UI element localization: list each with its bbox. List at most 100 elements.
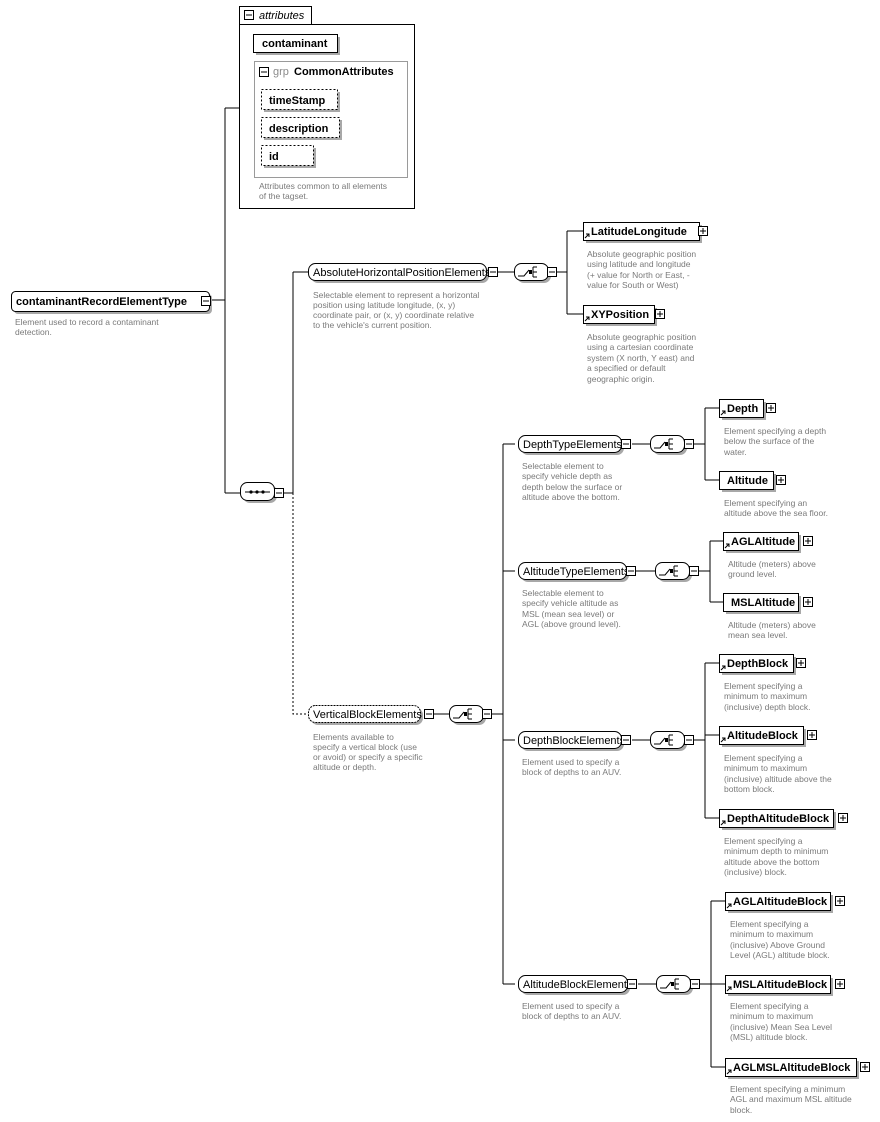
svg-text:altitude or depth.: altitude or depth. [313, 762, 376, 772]
svg-text:DepthBlock: DepthBlock [727, 658, 789, 670]
choice-compositor[interactable] [655, 562, 699, 583]
svg-text:system (X north, Y east) and: system (X north, Y east) and [587, 353, 695, 363]
svg-text:MSL (mean sea level) or: MSL (mean sea level) or [522, 609, 614, 619]
attribute-timestamp[interactable]: timeStamp [261, 89, 341, 113]
attribute-description[interactable]: description [261, 117, 343, 141]
svg-text:depth below the surface or: depth below the surface or [522, 482, 622, 492]
svg-text:Absolute geographic position: Absolute geographic position [587, 332, 696, 342]
element-msl-altitude-block[interactable]: MSLAltitudeBlock Element specifying a mi… [725, 975, 845, 1043]
svg-text:(inclusive) block.: (inclusive) block. [724, 867, 787, 877]
svg-text:AltitudeBlockElements: AltitudeBlockElements [523, 979, 633, 991]
svg-text:DepthTypeElements: DepthTypeElements [523, 439, 623, 451]
svg-text:Elements available to: Elements available to [313, 732, 394, 742]
group-altitude-type[interactable]: AltitudeTypeElements Selectable element … [518, 562, 636, 630]
svg-text:water.: water. [723, 447, 747, 457]
svg-text:minimum to maximum: minimum to maximum [724, 691, 807, 701]
choice-compositor[interactable] [656, 975, 700, 996]
svg-text:description: description [269, 123, 329, 135]
svg-text:contaminantRecordElementType: contaminantRecordElementType [16, 296, 187, 308]
attributes-panel: attributes contaminant grp CommonAttribu… [239, 6, 415, 209]
svg-text:DepthAltitudeBlock: DepthAltitudeBlock [727, 813, 830, 825]
element-depth[interactable]: Depth Element specifying a depth below t… [719, 399, 827, 458]
choice-compositor[interactable] [449, 705, 492, 726]
attributes-title: attributes [259, 10, 305, 22]
connector-lines [212, 107, 725, 1068]
svg-text:MSLAltitudeBlock: MSLAltitudeBlock [733, 979, 828, 991]
svg-text:(inclusive) altitude above the: (inclusive) altitude above the [724, 774, 832, 784]
svg-text:minimum depth to minimum: minimum depth to minimum [724, 846, 828, 856]
choice-compositor[interactable] [514, 263, 557, 284]
svg-text:Element specifying a: Element specifying a [730, 1001, 809, 1011]
svg-text:Selectable element to: Selectable element to [522, 588, 604, 598]
svg-text:(inclusive) depth block.: (inclusive) depth block. [724, 702, 810, 712]
svg-text:(MSL) altitude block.: (MSL) altitude block. [730, 1032, 807, 1042]
attribute-contaminant[interactable]: contaminant [253, 34, 341, 56]
svg-text:(inclusive) Mean Sea Level: (inclusive) Mean Sea Level [730, 1022, 832, 1032]
svg-text:or avoid) or specify a specifi: or avoid) or specify a specific [313, 752, 423, 762]
svg-text:MSLAltitude: MSLAltitude [731, 597, 795, 609]
svg-text:Element specifying an: Element specifying an [724, 498, 807, 508]
svg-text:Level (AGL) altitude block.: Level (AGL) altitude block. [730, 950, 830, 960]
element-depth-block[interactable]: DepthBlock Element specifying a minimum … [719, 654, 811, 713]
svg-text:contaminant: contaminant [262, 38, 328, 50]
svg-text:AGLAltitude: AGLAltitude [731, 536, 795, 548]
svg-text:AGL (above ground level).: AGL (above ground level). [522, 619, 621, 629]
element-latitude-longitude[interactable]: LatitudeLongitude Absolute geographic po… [583, 222, 708, 291]
element-depth-altitude-block[interactable]: DepthAltitudeBlock Element specifying a … [719, 809, 848, 878]
element-msl-altitude[interactable]: MSLAltitude Altitude (meters) above mean… [723, 593, 817, 641]
svg-text:altitude above the bottom: altitude above the bottom [724, 857, 819, 867]
svg-text:VerticalBlockElements: VerticalBlockElements [313, 709, 422, 721]
choice-compositor[interactable] [650, 731, 694, 752]
svg-text:Element specifying a: Element specifying a [724, 836, 803, 846]
svg-text:position using latitude longit: position using latitude longitude, (x, y… [313, 300, 455, 310]
sequence-compositor[interactable] [240, 482, 284, 504]
choice-compositor[interactable] [650, 435, 694, 456]
svg-text:Altitude (meters) above: Altitude (meters) above [728, 559, 816, 569]
svg-text:bottom block.: bottom block. [724, 784, 775, 794]
svg-text:mean sea level.: mean sea level. [728, 630, 788, 640]
svg-text:Element specifying a: Element specifying a [724, 681, 803, 691]
svg-text:LatitudeLongitude: LatitudeLongitude [591, 226, 687, 238]
group-vertical-block[interactable]: VerticalBlockElements Elements available… [308, 705, 434, 773]
svg-text:detection.: detection. [15, 327, 52, 337]
svg-text:to the vehicle's current posit: to the vehicle's current position. [313, 320, 432, 330]
group-absolute-horizontal[interactable]: AbsoluteHorizontalPositionElements Selec… [308, 263, 498, 331]
element-agl-altitude[interactable]: AGLAltitude Altitude (meters) above grou… [723, 532, 817, 580]
svg-text:of the tagset.: of the tagset. [259, 191, 308, 201]
svg-text:Element specifying a: Element specifying a [724, 753, 803, 763]
root-element[interactable]: contaminantRecordElementType Element use… [11, 291, 213, 338]
svg-text:AbsoluteHorizontalPositionElem: AbsoluteHorizontalPositionElements [313, 267, 491, 279]
svg-text:minimum to maximum: minimum to maximum [730, 929, 813, 939]
svg-text:minimum to maximum: minimum to maximum [724, 763, 807, 773]
svg-text:CommonAttributes: CommonAttributes [294, 66, 394, 78]
svg-text:specify a vertical block (use: specify a vertical block (use [313, 742, 417, 752]
group-altitude-block[interactable]: AltitudeBlockElements Element used to sp… [518, 975, 637, 1022]
element-agl-msl-altitude-block[interactable]: AGLMSLAltitudeBlock Element specifying a… [725, 1058, 870, 1116]
svg-text:(inclusive) Above Ground: (inclusive) Above Ground [730, 940, 825, 950]
svg-text:value for South or West): value for South or West) [587, 280, 679, 290]
group-depth-block[interactable]: DepthBlockElements Element used to speci… [518, 731, 631, 778]
svg-text:XYPosition: XYPosition [591, 309, 649, 321]
svg-text:timeStamp: timeStamp [269, 95, 326, 107]
svg-text:Element specifying a minimum: Element specifying a minimum [730, 1084, 845, 1094]
svg-text:AltitudeBlock: AltitudeBlock [727, 730, 799, 742]
svg-text:block of depths to an AUV.: block of depths to an AUV. [522, 1011, 621, 1021]
attribute-id[interactable]: id [261, 145, 317, 169]
element-altitude[interactable]: Altitude Element specifying an altitude … [719, 471, 828, 519]
svg-text:Element specifying a: Element specifying a [730, 919, 809, 929]
svg-text:Element used to record a conta: Element used to record a contaminant [15, 317, 159, 327]
svg-text:altitude above the bottom.: altitude above the bottom. [522, 492, 620, 502]
svg-text:Altitude: Altitude [727, 475, 768, 487]
svg-text:specify vehicle depth as: specify vehicle depth as [522, 471, 612, 481]
svg-text:id: id [269, 151, 279, 163]
element-altitude-block[interactable]: AltitudeBlock Element specifying a minim… [719, 726, 833, 795]
svg-text:Element specifying a depth: Element specifying a depth [724, 426, 826, 436]
svg-text:Attributes common to all eleme: Attributes common to all elements [259, 181, 387, 191]
svg-text:AGLAltitudeBlock: AGLAltitudeBlock [733, 896, 828, 908]
element-xy-position[interactable]: XYPosition Absolute geographic position … [583, 305, 697, 385]
element-agl-altitude-block[interactable]: AGLAltitudeBlock Element specifying a mi… [725, 892, 845, 961]
svg-text:geographic origin.: geographic origin. [587, 374, 655, 384]
group-depth-type[interactable]: DepthTypeElements Selectable element to … [518, 435, 631, 503]
svg-text:(+ value for North or East, -: (+ value for North or East, - [587, 270, 690, 280]
